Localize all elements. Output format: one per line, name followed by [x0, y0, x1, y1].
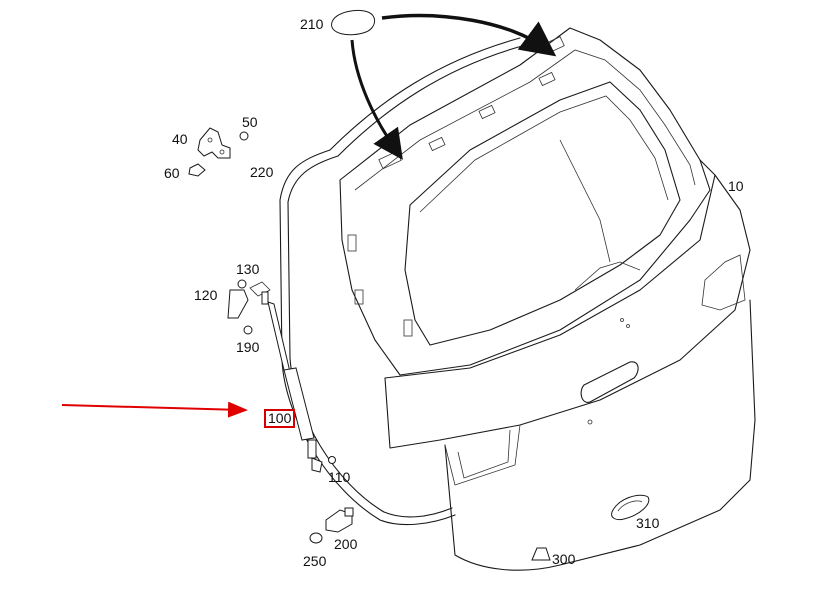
- callout-310: 310: [636, 515, 660, 531]
- bump-stop: [531, 547, 551, 561]
- tailgate-inner-frame: [339, 27, 711, 376]
- callout-110: 110: [328, 469, 351, 485]
- callout-210: 250: [303, 553, 327, 569]
- callout-190: 190: [236, 339, 260, 355]
- camera-trim: [611, 494, 650, 521]
- callout-250: 220: [250, 164, 274, 180]
- callout-50: 50: [242, 114, 258, 130]
- gas-strut: [227, 279, 336, 473]
- arrow-220-left: [350, 39, 403, 160]
- highlight-arrow: [61, 401, 248, 418]
- callout-200: 200: [334, 536, 358, 552]
- callout-60: 60: [164, 165, 180, 181]
- callout-10: 10: [728, 178, 744, 194]
- cover-cap: [331, 9, 375, 36]
- latch-switch: [309, 507, 354, 544]
- callout-40: 40: [172, 131, 188, 147]
- callout-300: 300: [552, 551, 576, 567]
- arrow-220-top: [381, 13, 557, 57]
- tailgate-outer-panel: [384, 159, 756, 571]
- callout-120: 120: [194, 287, 218, 303]
- callout-220: 210: [300, 16, 324, 32]
- callout-130: 130: [236, 261, 260, 277]
- hinge-assembly: [188, 127, 249, 177]
- callout-100: 100: [264, 409, 296, 428]
